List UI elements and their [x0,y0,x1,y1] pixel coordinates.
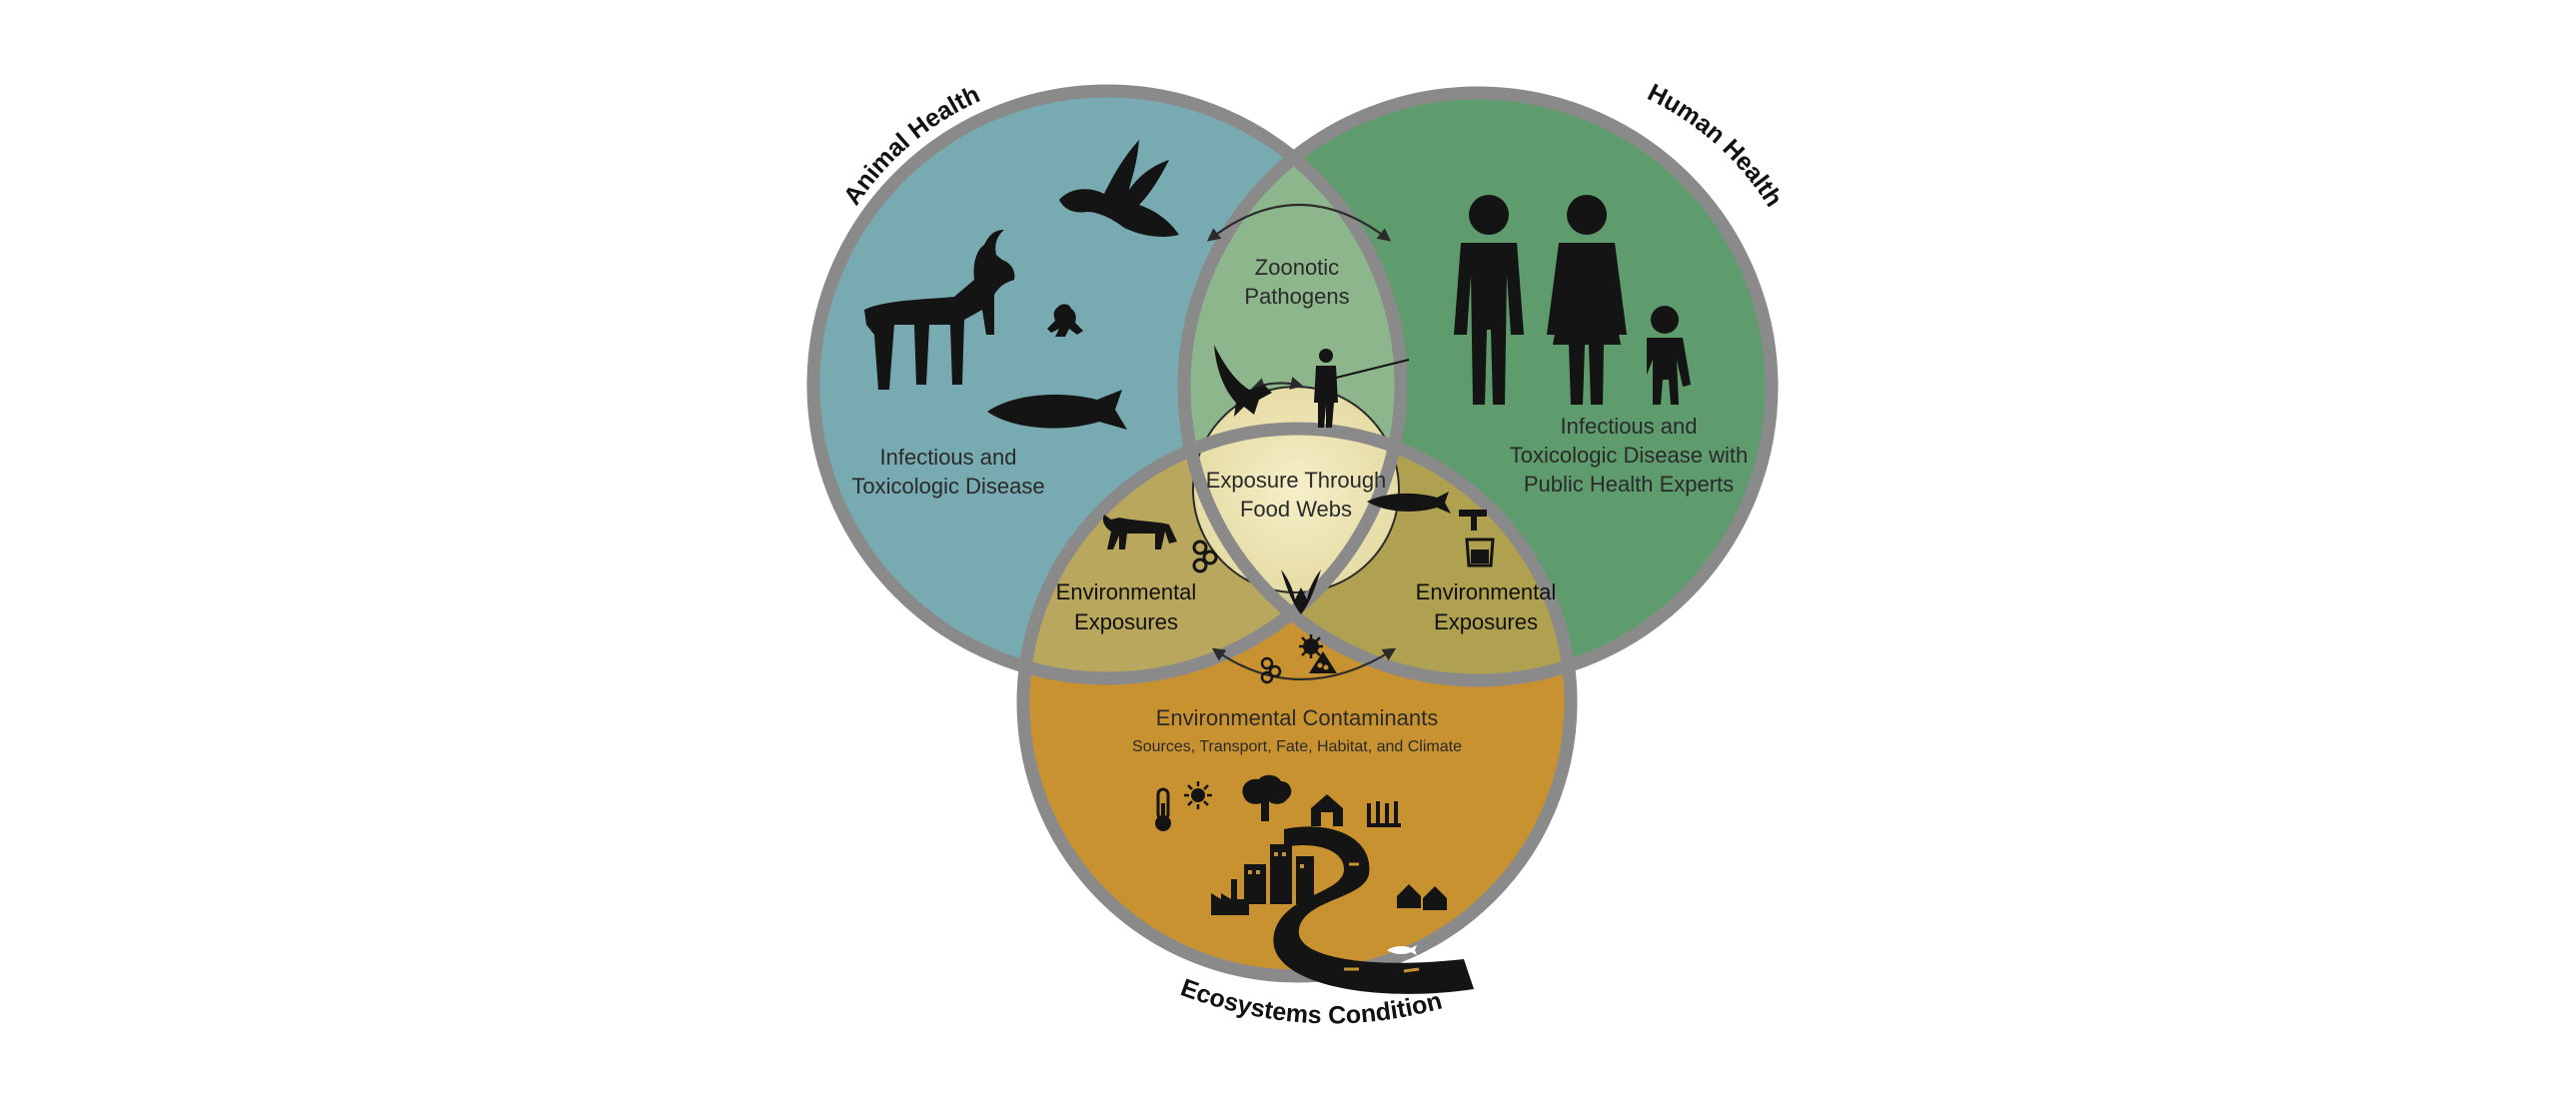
env-exposures-right-2: Exposures [1434,609,1538,634]
river-fish-icon [1387,945,1417,955]
animal-ecosystem-overlap [1023,429,1401,678]
virus-icon [1299,634,1323,658]
center-bird-icon [1281,569,1321,614]
human-ring [1177,86,1779,687]
env-exposures-right-1: Environmental [1416,579,1557,604]
salmon-icon [987,390,1127,430]
animal-disease-label-1: Infectious and [880,445,1017,470]
eco-arrow [1211,647,1397,680]
env-exposures-left-1: Environmental [1056,579,1197,604]
pronghorn-icon [864,230,1015,390]
deer-icon [1102,515,1177,550]
houses-icon [1397,884,1447,910]
thermometer-icon [1155,787,1171,831]
duck-icon [1059,140,1179,238]
human-disease-label-1: Infectious and [1561,414,1698,439]
river-icon [1273,826,1474,994]
hazard-pile-icon [1309,651,1337,673]
human-ecosystem-overlap [1184,429,1571,680]
crops-icon [1367,801,1401,827]
zoonotic-label-2: Pathogens [1244,284,1349,309]
fish-icon [1367,492,1451,514]
zoonotic-arrow [1206,204,1392,242]
eagle-icon [1214,345,1272,417]
ecosystem-ring [1016,422,1578,983]
env-contaminants-label: Environmental Contaminants [1156,705,1438,730]
family-icon [1454,195,1691,405]
animal-disease-label-2: Toxicologic Disease [851,474,1044,499]
animal-ring [806,84,1408,685]
food-webs-label-1: Exposure Through [1206,468,1387,493]
factory-icon [1211,879,1249,915]
env-contaminants-sub: Sources, Transport, Fate, Habitat, and C… [1132,738,1462,755]
fisherman-icon [1314,349,1410,428]
env-exposures-left-2: Exposures [1074,609,1178,634]
sun-icon [1184,781,1212,809]
zoonotic-label-1: Zoonotic [1255,255,1339,280]
human-disease-label-2: Toxicologic Disease with [1510,443,1748,468]
city-icon [1244,844,1314,904]
tree-icon [1242,774,1292,821]
barn-icon [1311,794,1343,826]
frog-icon [1047,304,1083,337]
human-disease-label-3: Public Health Experts [1524,472,1734,497]
food-web-arrow-top [1251,377,1304,391]
molecule-small-icon [1260,656,1282,684]
food-webs-label-2: Food Webs [1240,497,1352,522]
molecule-icon [1192,540,1218,573]
faucet-cup-icon [1459,510,1495,567]
